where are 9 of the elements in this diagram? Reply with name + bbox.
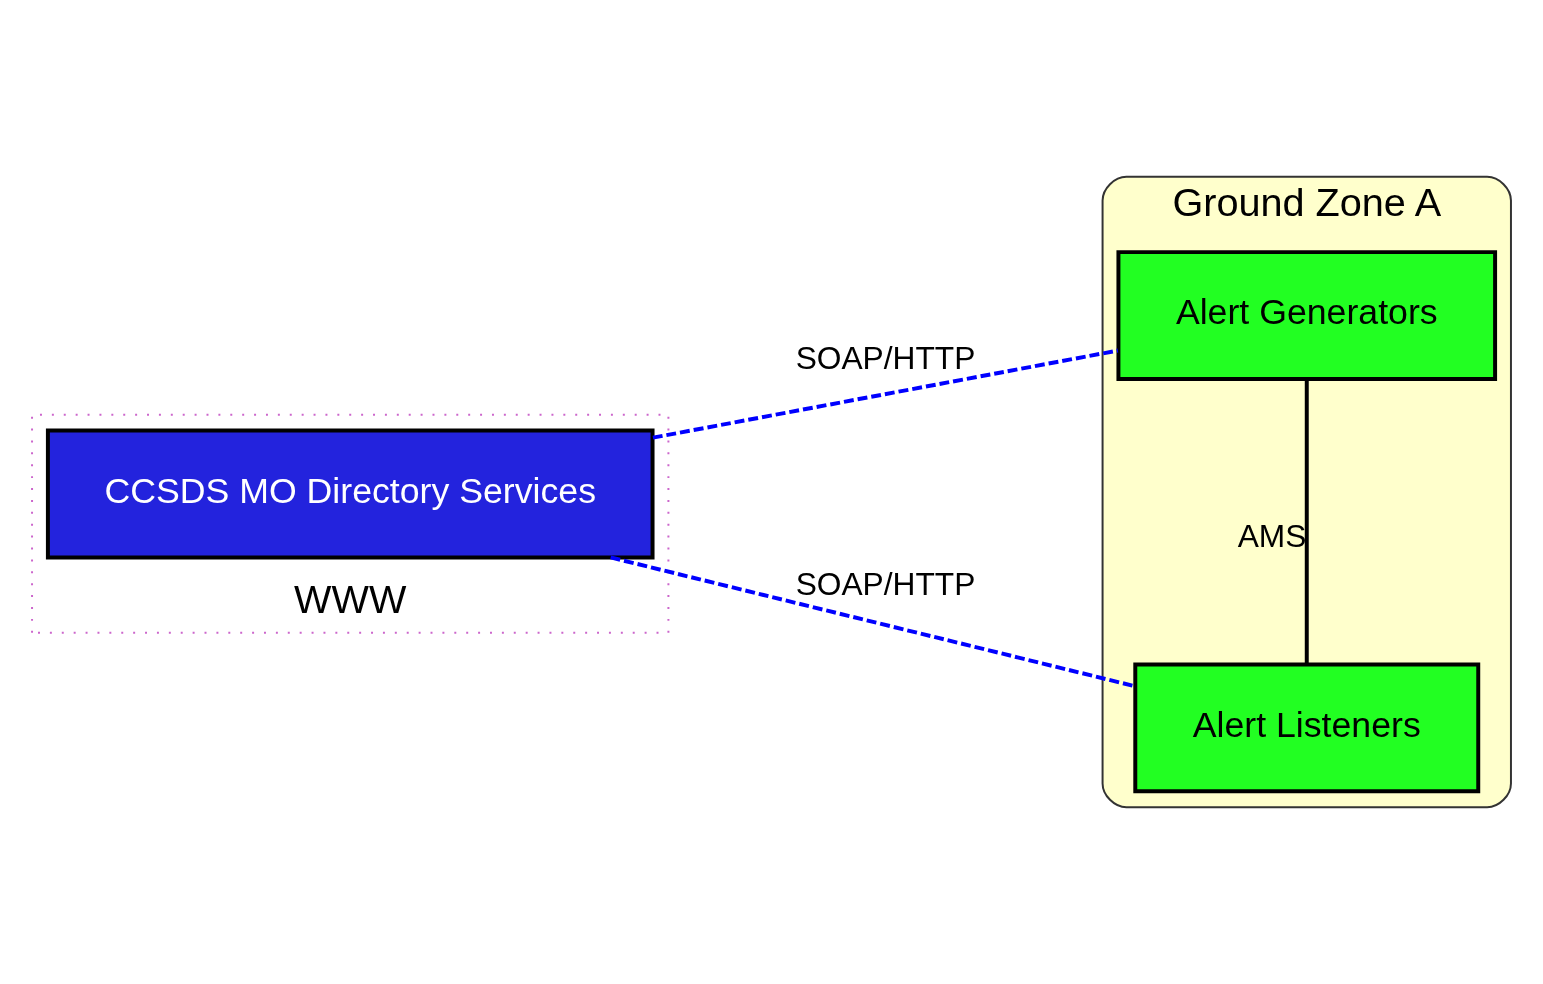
connector	[610, 555, 1136, 689]
edge-label: SOAP/HTTP	[795, 339, 976, 376]
connector	[1304, 379, 1309, 665]
node-box: CCSDS MO Directory Services	[45, 428, 655, 560]
node-box: Alert Listeners	[1133, 662, 1481, 794]
node-box: Alert Generators	[1116, 250, 1498, 381]
edge-label: AMS	[1237, 518, 1307, 555]
connector	[652, 348, 1119, 440]
edge-label: SOAP/HTTP	[795, 565, 976, 602]
